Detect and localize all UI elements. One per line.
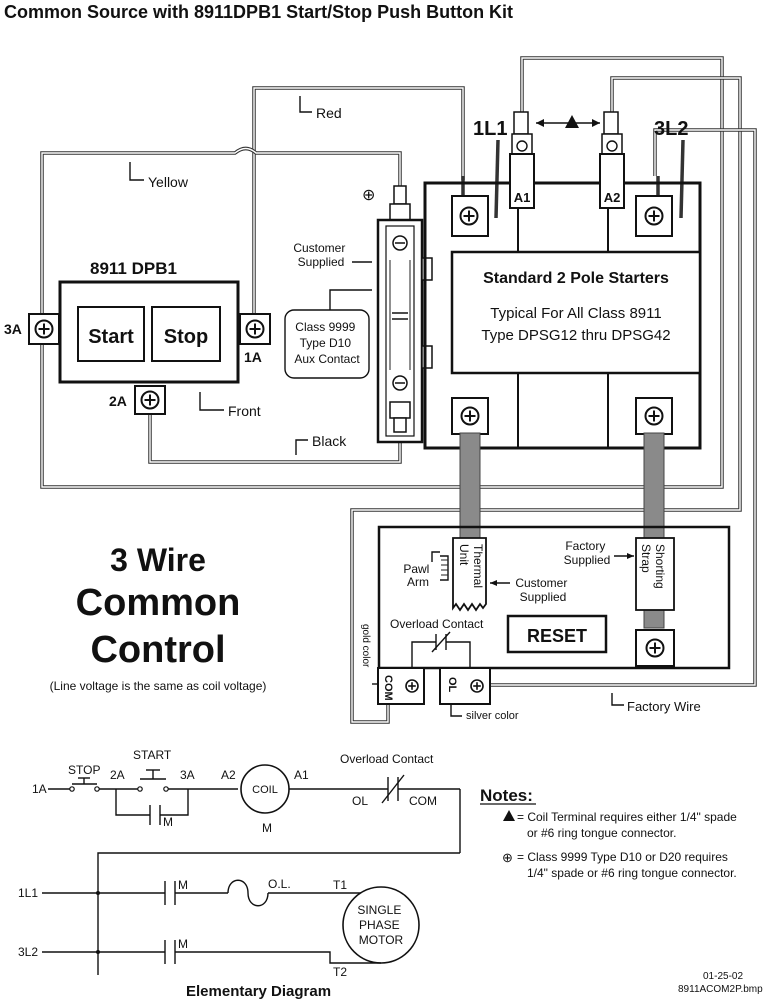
t2-label: T2	[333, 965, 347, 979]
control-heading: 3 Wire Common Control (Line voltage is t…	[50, 542, 267, 693]
node-2a: 2A	[110, 768, 125, 782]
start-label-elem: START	[133, 748, 172, 762]
heading-common: Common	[76, 582, 241, 624]
terminal-a1-label: A1	[514, 190, 531, 205]
strap-screw-icon	[645, 638, 665, 658]
black-wire-label: Black	[312, 433, 347, 449]
red-wire-label: Red	[316, 105, 342, 121]
terminal-t2-screw-icon	[644, 406, 664, 426]
footer-date: 01-25-02	[703, 971, 743, 982]
node-a2: A2	[221, 768, 236, 782]
heading-control: Control	[90, 629, 225, 671]
node-a1: A1	[294, 768, 309, 782]
plus-circle-icon: ⊕	[362, 187, 375, 204]
overload-contact-elem: Overload Contact	[340, 752, 434, 766]
terminal-a2-label: A2	[604, 190, 621, 205]
terminal-2a-label: 2A	[109, 393, 127, 409]
terminal-3a-screw-icon	[34, 319, 54, 339]
note1-line1: = Coil Terminal requires either 1/4" spa…	[517, 810, 737, 824]
terminal-t1-screw-icon	[460, 406, 480, 426]
reset-label: RESET	[527, 626, 587, 646]
start-button[interactable]	[77, 306, 145, 362]
com-node: COM	[409, 794, 437, 808]
com-screw-icon	[405, 679, 419, 693]
node-1a: 1A	[32, 782, 47, 796]
strap-left	[459, 432, 481, 541]
yellow-wire-label: Yellow	[148, 174, 189, 190]
footer-file: 8911ACOM2P.bmp	[678, 984, 763, 995]
terminal-3l2-screw-icon	[644, 206, 664, 226]
note2-line1: = Class 9999 Type D10 or D20 requires	[517, 850, 728, 864]
note2-line2: 1/4" spade or #6 ring tongue connector.	[527, 866, 737, 880]
gold-color-label: gold color	[360, 624, 371, 668]
starter-heading: Standard 2 Pole Starters	[483, 270, 669, 287]
terminal-1a-label: 1A	[244, 349, 262, 365]
plus-circle-note-icon: ⊕	[502, 850, 513, 865]
coil-m-label: M	[262, 821, 272, 835]
notes: Notes: = Coil Terminal requires either 1…	[480, 786, 737, 880]
pawl-arm-label: Pawl Arm	[403, 562, 432, 589]
terminal-3a-label: 3A	[4, 321, 22, 337]
elementary-diagram: STOP START 1A 2A 3A A2 A1 COIL M Overloa…	[18, 748, 461, 1000]
shorting-strap	[635, 537, 675, 611]
pushbutton-station: 8911 DPB1 Start Stop 3A 1A 2A Front	[4, 259, 271, 419]
note1-line2: or #6 ring tongue connector.	[527, 826, 676, 840]
triangle-marker-icon	[565, 115, 579, 128]
aux-class-callout	[284, 309, 370, 379]
ol-heater-label: O.L.	[268, 877, 291, 891]
aux-m-label: M	[163, 815, 173, 829]
l2-node: 3L2	[18, 945, 38, 959]
factory-wire-label: Factory Wire	[627, 699, 701, 714]
starter: Standard 2 Pole Starters Typical For All…	[423, 111, 702, 450]
wire-labels: Red Yellow Black Factory Wire	[129, 96, 701, 714]
terminal-3l2-label: 3L2	[654, 118, 688, 140]
front-label: Front	[228, 403, 261, 419]
thermal-customer-supplied: Customer Supplied	[515, 576, 570, 604]
t1-label: T1	[333, 878, 347, 892]
m1-label: M	[178, 878, 188, 892]
node-3a: 3A	[180, 768, 195, 782]
motor-label: SINGLE PHASE MOTOR	[357, 903, 404, 947]
aux-contact: ⊕ Customer Supplied Class 9999 Type D10	[284, 185, 433, 444]
terminal-1l1-screw-icon	[459, 206, 479, 226]
stop-button[interactable]	[151, 306, 221, 362]
com-terminal-label: COM	[382, 675, 394, 701]
thermal-unit-label: Thermal Unit	[457, 544, 485, 591]
pushbutton-name: 8911 DPB1	[90, 259, 177, 278]
stop-label-elem: STOP	[68, 763, 100, 777]
m2-label: M	[178, 937, 188, 951]
terminal-1l1-label: 1L1	[473, 118, 507, 140]
overload-relay: Thermal Unit Pawl Arm Customer Supplied …	[360, 525, 731, 722]
l1-node: 1L1	[18, 886, 38, 900]
shorting-strap-label: Shorting Strap	[639, 544, 667, 592]
ol-node: OL	[352, 794, 368, 808]
silver-color-label: silver color	[466, 710, 519, 722]
factory-supplied-label: Factory Supplied	[564, 539, 611, 567]
terminal-1a-screw-icon	[245, 319, 265, 339]
reset-button[interactable]	[506, 614, 608, 654]
aux-class-label: Class 9999 Type D10 Aux Contact	[294, 320, 360, 366]
notes-heading: Notes:	[480, 786, 533, 805]
ol-screw-icon	[470, 679, 484, 693]
overload-contact-label: Overload Contact	[390, 617, 484, 631]
triangle-note-icon	[503, 810, 515, 821]
wiring	[40, 56, 757, 724]
ol-terminal-label: OL	[446, 677, 458, 693]
elementary-caption: Elementary Diagram	[186, 983, 331, 1000]
aux-customer-supplied: Customer Supplied	[293, 241, 348, 269]
page-title: Common Source with 8911DPB1 Start/Stop P…	[4, 2, 513, 22]
start-label: Start	[88, 326, 134, 348]
stop-label: Stop	[164, 326, 208, 348]
heading-note: (Line voltage is the same as coil voltag…	[50, 679, 267, 693]
heading-3-wire: 3 Wire	[110, 542, 206, 578]
coil-label: COIL	[252, 784, 278, 796]
starter-line1: Typical For All Class 8911	[490, 305, 661, 322]
terminal-2a-screw-icon	[140, 390, 160, 410]
starter-line2: Type DPSG12 thru DPSG42	[481, 327, 670, 344]
